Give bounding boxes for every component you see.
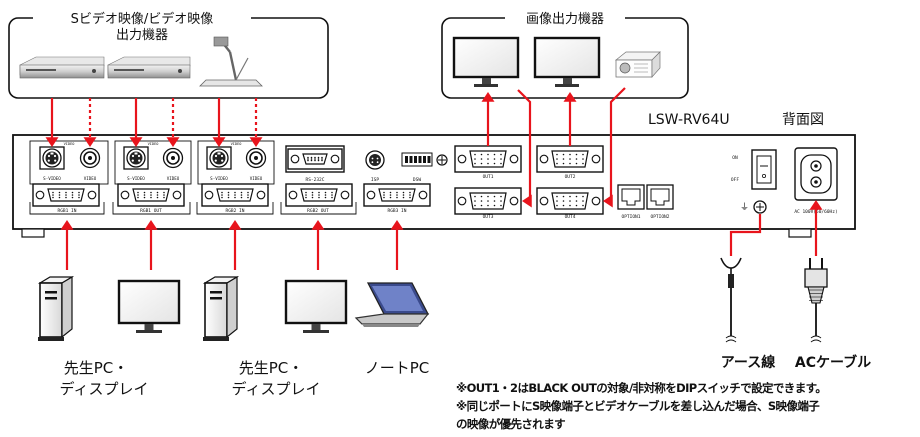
projector — [615, 51, 661, 78]
video-hdr1: VIDEO — [64, 142, 75, 146]
video-port-1[interactable] — [79, 147, 101, 169]
panel-view-label: 背面図 — [782, 112, 824, 128]
option1-label: OPTION1 — [622, 214, 641, 220]
monitor-out1 — [452, 36, 520, 87]
power-on-label: ON — [732, 155, 738, 161]
svideo-port-3[interactable] — [206, 146, 232, 170]
power-off-label: OFF — [731, 177, 739, 183]
rgb2-in-bracket — [196, 202, 274, 215]
out1-label: OUT1 — [483, 174, 494, 180]
svideo2-label: S-VIDEO — [127, 176, 145, 181]
out2-port[interactable] — [536, 145, 604, 173]
ac-cable-label: ACケーブル — [795, 354, 871, 371]
out3-port[interactable] — [454, 187, 522, 215]
rear-panel — [12, 134, 856, 230]
isp-port[interactable] — [365, 150, 385, 170]
option1-port[interactable] — [617, 184, 645, 210]
display-label-2: ディスプレイ — [232, 380, 321, 398]
source-group-title-bg — [33, 7, 251, 33]
svideo1-label: S-VIDEO — [43, 176, 61, 181]
earth-terminal-icon: ⏚ — [740, 200, 767, 214]
video-port-3[interactable] — [245, 147, 267, 169]
ac-inlet[interactable] — [800, 154, 832, 194]
svideo-port-2[interactable] — [123, 146, 149, 170]
option2-label: OPTION2 — [651, 214, 670, 220]
monitor-out2 — [533, 36, 601, 87]
teacher-pc-label-2: 先生PC・ — [239, 359, 304, 377]
dynamic-elements — [32, 87, 828, 343]
rgb3-in-label: RGB3 IN — [388, 208, 407, 214]
out1-port[interactable] — [454, 145, 522, 173]
video2-label: VIDEO — [167, 176, 180, 181]
rgb1-in-port[interactable] — [32, 183, 100, 207]
panel-foot-right — [788, 228, 812, 238]
rgb3-in-port[interactable] — [363, 183, 431, 207]
teacher-pc-tower-2 — [202, 275, 240, 341]
rgb1-out-label: RGB1 OUT — [140, 208, 162, 214]
rgb1-out-port[interactable] — [117, 183, 185, 207]
out2-label: OUT2 — [565, 174, 576, 180]
output-group-title-bg — [505, 9, 625, 27]
note-line-1: ※OUT1・2はBLACK OUTの対象/非対称をDIPスイッチで設定できます。 — [456, 381, 827, 395]
rgb1-out-bracket — [112, 202, 191, 215]
video-port-2[interactable] — [162, 147, 184, 169]
out4-label: OUT4 — [565, 214, 576, 220]
teacher-pc-label-1: 先生PC・ — [64, 359, 129, 377]
display-monitor-2 — [284, 279, 348, 333]
av-deck-1 — [19, 56, 105, 79]
output-group-title: 画像出力機器 — [526, 12, 604, 27]
panel-foot-left — [21, 228, 45, 238]
ac-plug — [804, 258, 828, 343]
rs232c-port[interactable] — [287, 148, 343, 170]
option2-port[interactable] — [646, 184, 674, 210]
rgb2-out-label: RGB2 OUT — [307, 208, 329, 214]
display-monitor-1 — [117, 279, 181, 333]
earth-wire-label: アース線 — [721, 354, 775, 371]
video3-label: VIDEO — [250, 176, 263, 181]
laptop — [354, 282, 430, 327]
out4-port[interactable] — [536, 187, 604, 215]
source-group-subtitle: 出力機器 — [116, 28, 168, 43]
note-line-2: ※同じポートにS映像端子とビデオケーブルを差し込んだ場合、S映像端子 — [456, 399, 820, 413]
document-camera — [199, 36, 263, 87]
source-group-title: Sビデオ映像/ビデオ映像 — [71, 11, 214, 27]
rgb2-in-label: RGB2 IN — [226, 208, 245, 214]
note-line-3: の映像が優先されます — [456, 417, 566, 431]
svg-text:⏚: ⏚ — [740, 202, 749, 213]
out3-label: OUT3 — [483, 214, 494, 220]
rgb2-out-bracket — [280, 202, 357, 215]
svideo3-label: S-VIDEO — [210, 176, 228, 181]
rgb1-in-label: RGB1 IN — [58, 208, 77, 214]
teacher-pc-tower-1 — [37, 275, 75, 341]
rs232c-label: RS-232C — [306, 177, 325, 183]
earth-wire — [720, 257, 742, 343]
panel-model: LSW-RV64U — [648, 112, 730, 128]
video1-label: VIDEO — [84, 176, 97, 181]
ground-screw-icon — [436, 154, 448, 166]
rgb2-in-port[interactable] — [201, 183, 269, 207]
rgb1-in-bracket — [29, 202, 105, 215]
video-hdr2: VIDEO — [148, 142, 159, 146]
display-label-1: ディスプレイ — [60, 380, 149, 398]
note-pc-label: ノートPC — [365, 359, 430, 377]
arrow-out4 — [609, 87, 626, 201]
av-deck-2 — [107, 56, 191, 79]
rgb2-out-port[interactable] — [285, 183, 353, 207]
arrow-earth-wire — [729, 214, 762, 256]
dsw-label: DSW — [413, 177, 421, 183]
video-hdr3: VIDEO — [231, 142, 242, 146]
svideo-port-1[interactable] — [39, 146, 65, 170]
arrow-out3 — [517, 89, 532, 201]
isp-label: ISP — [371, 177, 379, 183]
